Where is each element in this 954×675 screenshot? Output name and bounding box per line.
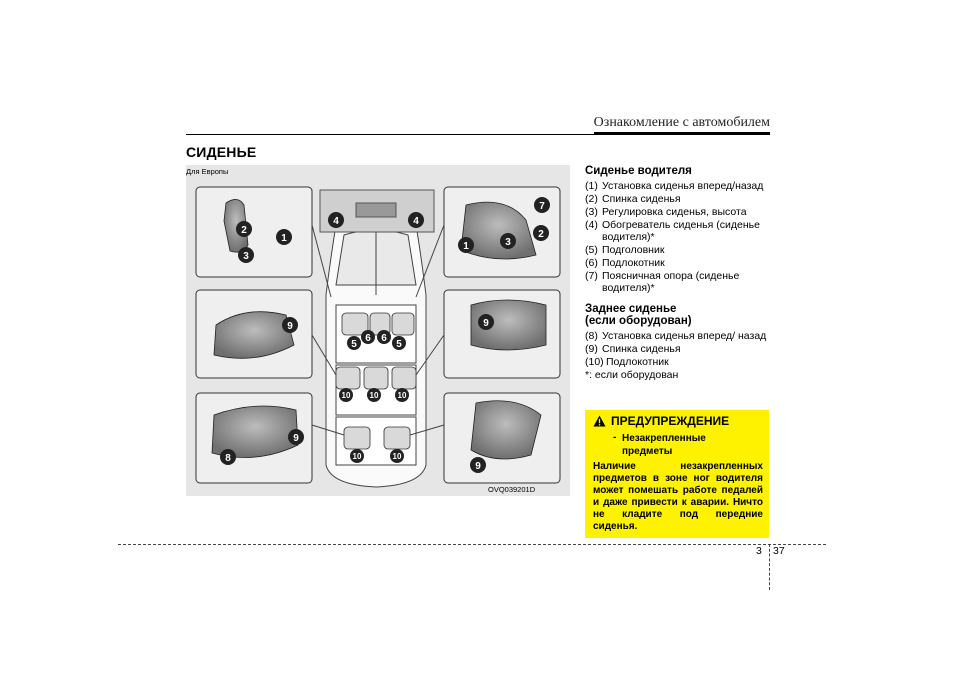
rear-seat-title: Заднее сиденье <box>585 303 677 315</box>
header-thick-rule <box>594 132 770 135</box>
svg-text:1: 1 <box>281 233 287 244</box>
list-item: (4)Обогреватель сиденья (сиденье водител… <box>585 219 760 243</box>
svg-text:2: 2 <box>241 225 247 236</box>
warning-body: Наличие незакрепленных предметов в зоне … <box>593 461 763 532</box>
marker-6a: 6 <box>361 330 375 344</box>
marker-10c: 10 <box>395 388 409 402</box>
marker-2b: 2 <box>533 225 549 241</box>
seat-diagram: 1 2 3 4 4 5 5 6 6 7 8 9 9 9 9 10 10 10 1… <box>195 186 561 488</box>
svg-text:9: 9 <box>287 321 293 332</box>
page-number: 37 <box>773 545 785 557</box>
svg-text:3: 3 <box>243 251 249 262</box>
svg-text:5: 5 <box>351 339 357 350</box>
marker-10b: 10 <box>367 388 381 402</box>
warning-header: ПРЕДУПРЕЖДЕНИЕ <box>593 414 729 428</box>
list-item: (3)Регулировка сиденья, высота <box>585 206 747 218</box>
svg-text:10: 10 <box>342 391 351 400</box>
svg-text:10: 10 <box>353 452 362 461</box>
list-item: (7)Поясничная опора (сиденье водителя)* <box>585 270 740 294</box>
marker-9b: 9 <box>288 429 304 445</box>
warning-dash: - <box>613 432 617 443</box>
svg-text:9: 9 <box>483 318 489 329</box>
inset-driver-seat <box>195 186 313 278</box>
svg-text:1: 1 <box>463 241 469 252</box>
list-item: (6)Подлокотник <box>585 257 665 269</box>
marker-9d: 9 <box>470 457 486 473</box>
footer-dotted-divider <box>769 544 770 590</box>
warning-box: ПРЕДУПРЕЖДЕНИЕ - Незакрепленные предметы… <box>585 410 769 538</box>
list-item: (9)Спинка сиденья <box>585 343 681 355</box>
svg-text:9: 9 <box>293 433 299 444</box>
seat-figure: 1 2 3 4 4 5 5 6 6 7 8 9 9 9 9 10 10 10 1… <box>186 165 570 496</box>
svg-text:7: 7 <box>539 201 545 212</box>
warning-triangle-icon <box>593 415 606 427</box>
driver-seat-title: Сиденье водителя <box>585 165 692 177</box>
marker-6b: 6 <box>377 330 391 344</box>
svg-text:6: 6 <box>381 333 387 344</box>
svg-text:10: 10 <box>393 452 402 461</box>
list-item: (10)Подлокотник <box>585 356 669 368</box>
seat-controls-list: Сиденье водителя (1)Установка сиденья вп… <box>585 165 775 381</box>
figure-caption: Для Европы <box>186 167 229 176</box>
marker-4a: 4 <box>328 212 344 228</box>
svg-text:4: 4 <box>413 216 419 227</box>
svg-text:10: 10 <box>398 391 407 400</box>
header-rule <box>186 134 770 135</box>
marker-10d: 10 <box>350 449 364 463</box>
svg-text:8: 8 <box>225 453 231 464</box>
warning-subtitle: Незакрепленные предметы <box>622 433 706 457</box>
marker-3: 3 <box>238 247 254 263</box>
marker-5a: 5 <box>347 336 361 350</box>
marker-8: 8 <box>220 449 236 465</box>
marker-3b: 3 <box>500 233 516 249</box>
marker-10a: 10 <box>339 388 353 402</box>
svg-text:2: 2 <box>538 229 544 240</box>
rear-seat-subtitle: (если оборудован) <box>585 315 692 327</box>
chapter-number: 3 <box>756 545 762 557</box>
svg-text:9: 9 <box>475 461 481 472</box>
svg-text:4: 4 <box>333 216 339 227</box>
marker-5b: 5 <box>392 336 406 350</box>
section-title: СИДЕНЬЕ <box>186 144 257 160</box>
marker-9a: 9 <box>282 317 298 333</box>
footer-dotted-rule <box>118 544 826 545</box>
svg-text:10: 10 <box>370 391 379 400</box>
figure-code: OVQ039201D <box>488 485 536 494</box>
warning-title: ПРЕДУПРЕЖДЕНИЕ <box>611 414 730 428</box>
marker-7: 7 <box>534 197 550 213</box>
running-header: Ознакомление с автомобилем <box>593 115 770 130</box>
svg-text:3: 3 <box>505 237 511 248</box>
svg-text:5: 5 <box>396 339 402 350</box>
list-item: (2)Спинка сиденья <box>585 193 681 205</box>
marker-4b: 4 <box>408 212 424 228</box>
list-item: (5)Подголовник <box>585 244 665 256</box>
list-item: (8)Установка сиденья вперед/ назад <box>585 330 767 342</box>
svg-text:6: 6 <box>365 333 371 344</box>
marker-9c: 9 <box>478 314 494 330</box>
list-item: (1)Установка сиденья вперед/назад <box>585 180 764 192</box>
footnote: *: если оборудован <box>585 369 679 381</box>
marker-1b: 1 <box>458 237 474 253</box>
marker-1: 1 <box>276 229 292 245</box>
marker-10e: 10 <box>390 449 404 463</box>
marker-2: 2 <box>236 221 252 237</box>
